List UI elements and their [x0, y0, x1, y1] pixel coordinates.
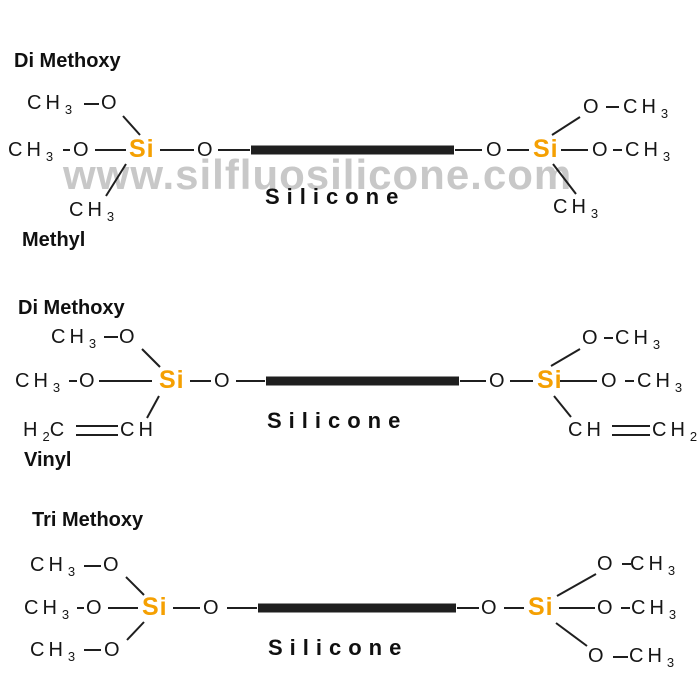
methoxy-ch3-label: CH3	[30, 554, 76, 579]
methoxy-ch3-label: CH3	[30, 639, 76, 664]
methoxy-ch3-label: CH3	[8, 139, 54, 164]
oxygen-label: O	[489, 370, 509, 392]
oxygen-label: O	[101, 92, 121, 114]
methoxy-ch3-label: CH3	[625, 139, 671, 164]
silicone-backbone-label: Silicone	[267, 408, 408, 433]
silicon-label: Si	[528, 593, 554, 621]
silicon-label: Si	[159, 366, 185, 394]
methoxy-ch3-label: CH3	[630, 553, 676, 578]
structure-2-bonds	[69, 336, 650, 436]
oxygen-label: O	[582, 327, 602, 349]
structure-2-end-group-label: Vinyl	[24, 449, 72, 471]
oxygen-label: O	[592, 139, 612, 161]
vinyl-ch-label: CH	[568, 419, 605, 441]
oxygen-label: O	[486, 139, 506, 161]
methoxy-ch3-label: CH3	[629, 645, 675, 670]
methoxy-ch3-label: CH3	[637, 370, 683, 395]
vinyl-ch2-label: CH2	[652, 419, 698, 444]
structure-1-bonds	[63, 103, 622, 197]
oxygen-label: O	[597, 553, 617, 575]
oxygen-label: O	[481, 597, 501, 619]
methoxy-ch3-label: CH3	[51, 326, 97, 351]
watermark-text: www.silfluosilicone.com	[63, 151, 573, 198]
methoxy-ch3-label: CH3	[615, 327, 661, 352]
vinyl-h2c-label: H2C	[23, 419, 69, 444]
oxygen-label: O	[597, 597, 617, 619]
oxygen-label: O	[103, 554, 123, 576]
silicon-label: Si	[533, 135, 559, 163]
oxygen-label: O	[86, 597, 106, 619]
methoxy-ch3-label: CH3	[15, 370, 61, 395]
methyl-ch3-label: CH3	[69, 199, 115, 224]
methoxy-ch3-label: CH3	[623, 96, 669, 121]
oxygen-label: O	[588, 645, 608, 667]
methoxy-ch3-label: CH3	[24, 597, 70, 622]
structure-1-title: Di Methoxy	[14, 50, 121, 72]
structure-2-title: Di Methoxy	[18, 297, 125, 319]
oxygen-label: O	[214, 370, 234, 392]
silicon-label: Si	[142, 593, 168, 621]
vinyl-ch-label: CH	[120, 419, 157, 441]
silicon-label: Si	[537, 366, 563, 394]
oxygen-label: O	[104, 639, 124, 661]
oxygen-label: O	[601, 370, 621, 392]
structure-3-title: Tri Methoxy	[32, 509, 144, 531]
silicon-label: Si	[129, 135, 155, 163]
methoxy-ch3-label: CH3	[631, 597, 677, 622]
oxygen-label: O	[583, 96, 603, 118]
methoxy-ch3-label: CH3	[27, 92, 73, 117]
oxygen-label: O	[119, 326, 139, 348]
oxygen-label: O	[79, 370, 99, 392]
structure-1-end-group-label: Methyl	[22, 229, 86, 251]
silicone-backbone-label: Silicone	[268, 635, 409, 660]
structure-3-bonds	[77, 563, 631, 658]
oxygen-label: O	[73, 139, 93, 161]
oxygen-label: O	[197, 139, 217, 161]
silicone-backbone-label: Silicone	[265, 184, 406, 209]
oxygen-label: O	[203, 597, 223, 619]
methyl-ch3-label: CH3	[553, 196, 599, 221]
